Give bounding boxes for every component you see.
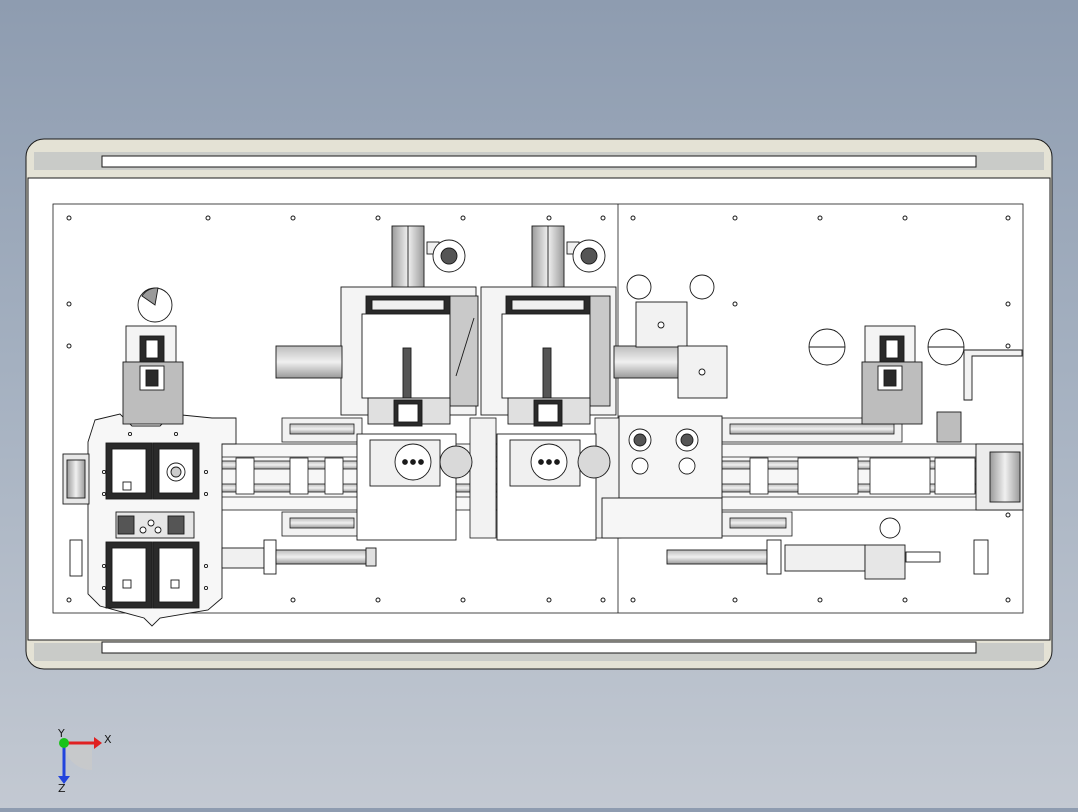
pneumatic-cylinders: [69, 539, 989, 580]
station-1: [275, 225, 479, 541]
triad-y-label: Y: [58, 727, 65, 740]
right-centre-fixtures: [601, 274, 728, 539]
mounting-holes: [66, 215, 1011, 603]
guide-rails: [281, 417, 903, 539]
station-2: [480, 225, 681, 541]
rotary-index-table: [62, 413, 237, 627]
triad-z-label: Z: [58, 782, 66, 795]
triad-y-axis: [59, 738, 69, 748]
left-pick-unit: [122, 287, 184, 425]
coordinate-triad: [58, 737, 102, 784]
right-pick-unit: [808, 325, 1024, 539]
triad-x-label: X: [104, 733, 112, 746]
